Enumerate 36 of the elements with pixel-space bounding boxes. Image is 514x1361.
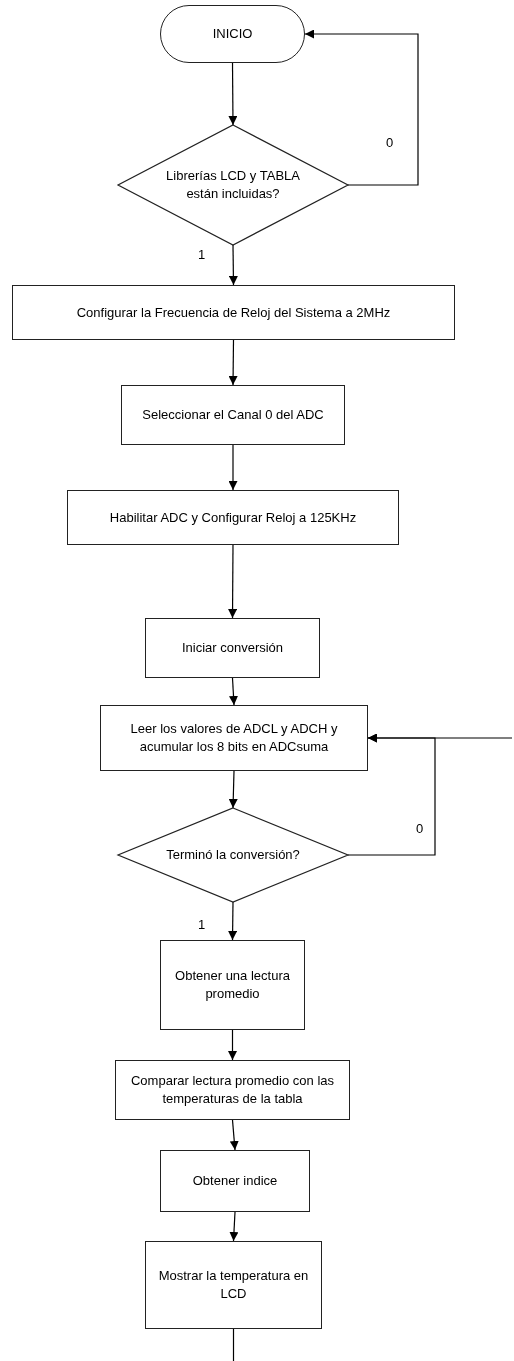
process-box: [145, 1241, 322, 1329]
arrow: [228, 339, 238, 386]
arrow: [228, 1029, 237, 1061]
node-text: INICIO: [212, 25, 253, 43]
arrow: [228, 901, 238, 941]
arrow: [228, 244, 238, 286]
arrow: [367, 733, 513, 743]
process-box: [121, 385, 345, 445]
process-box: [100, 705, 368, 771]
arrow: [229, 1211, 239, 1242]
decision-diamond: [118, 808, 348, 902]
node-text: Iniciar conversión: [181, 639, 284, 657]
arrow: [228, 544, 238, 619]
arrow: [228, 770, 238, 809]
node-text: Leer los valores de ADCL y ADCH y acumular los 8 bits en ADCsuma: [129, 720, 339, 756]
process-box: [145, 618, 320, 678]
process-box: [160, 1150, 310, 1212]
node-text: Terminó la conversión?: [166, 846, 300, 864]
process-box: [67, 490, 399, 545]
node-text: Obtener indice: [192, 1172, 278, 1190]
process-box: [115, 1060, 350, 1120]
node-text: Obtener una lectura promedio: [174, 967, 291, 1003]
arrow: [228, 444, 238, 491]
process-box: [160, 940, 305, 1030]
node-text: Librerías LCD y TABLA están incluidas?: [165, 167, 301, 203]
process-box: [12, 285, 455, 340]
node-text: Configurar la Frecuencia de Reloj del Sistema a 2MHz: [76, 303, 391, 322]
arrow: [304, 29, 419, 186]
node-text: Habilitar ADC y Configurar Reloj a 125KHz: [109, 508, 357, 527]
decision-diamond: [118, 125, 348, 245]
node-text: Comparar lectura promedio con las temperaturas de la tabla: [129, 1072, 335, 1108]
arrow: [228, 62, 238, 126]
arrow: [229, 1119, 239, 1151]
arrow: [229, 677, 238, 706]
node-text: Mostrar la temperatura en LCD: [157, 1267, 310, 1303]
node-text: Seleccionar el Canal 0 del ADC: [142, 406, 324, 424]
